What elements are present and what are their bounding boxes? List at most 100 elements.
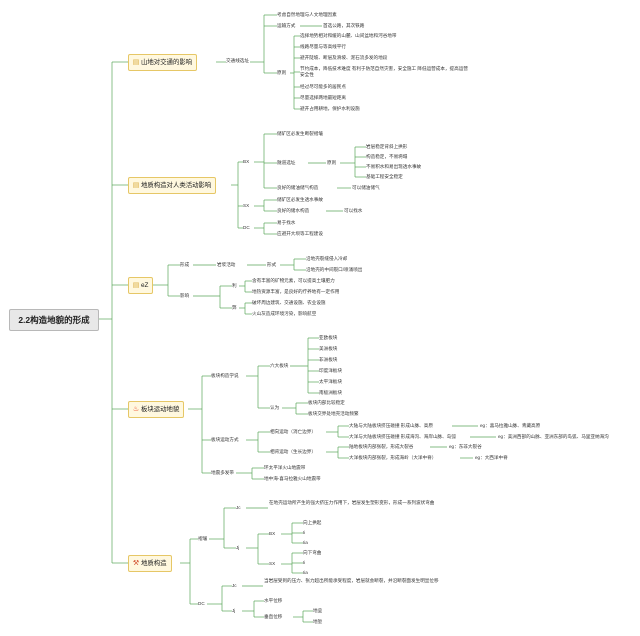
node-anticline[interactable]: BX	[243, 159, 250, 164]
node-divergent-2-eg[interactable]: eg：大西洋中脊	[475, 455, 508, 460]
node-formation[interactable]: 形成	[180, 262, 190, 267]
node-tunnel-1[interactable]: 岩层稳定背斜上拱形	[366, 144, 408, 149]
node-fold-anticline[interactable]: BX	[269, 531, 276, 536]
node-plate-pacific[interactable]: 太平洋板块	[319, 379, 342, 384]
topic-label: 山地对交通的影响	[141, 59, 193, 66]
node-disadvantage-2[interactable]: 火山灰造成环境污染，影响航空	[252, 311, 317, 316]
node-plate-eurasian[interactable]: 亚欧板块	[319, 335, 338, 340]
node-tunnel-principle[interactable]: 原则	[327, 160, 337, 165]
topic-geological-structure[interactable]: ⚒地质构造	[128, 555, 172, 572]
node-disadvantage[interactable]: 弊	[232, 305, 237, 310]
node-fault[interactable]: DC	[243, 225, 250, 230]
node-fault-2[interactable]: 应避开大坝等工程建设	[277, 231, 323, 236]
topic-label: eZ	[141, 282, 149, 289]
node-transport-mode[interactable]: 运输方式	[277, 23, 296, 28]
node-magma-activity[interactable]: 岩浆活动	[217, 262, 236, 267]
node-plate-african[interactable]: 非洲板块	[319, 357, 338, 362]
node-tunnel-4[interactable]: 基础工程安全稳定	[366, 174, 403, 179]
node-dc-jc[interactable]: Jc	[232, 583, 237, 588]
node-oil-gas-value[interactable]: 可以储油储气	[352, 185, 380, 190]
node-principle-2[interactable]: 线路尽量与等高线平行	[300, 44, 346, 49]
node-principle-4[interactable]: 节约成本，降低技术难度 有利于防范自然灾害，安全施工 降低运营成本，提高运营安全…	[300, 66, 468, 77]
node-principle-7[interactable]: 避开占用耕地，保护水利设施	[300, 106, 360, 111]
node-divergent-1[interactable]: 陆地板块内部张裂，形成大裂谷	[349, 444, 414, 449]
root-topic[interactable]: 2.2构造地貌的形成	[9, 309, 99, 331]
topic-label: 地质构造	[141, 560, 167, 567]
topic-plate-landform[interactable]: ♨板块运动地貌	[128, 401, 185, 418]
node-advantage-1[interactable]: 含有丰富的矿物元素，可以提高土壤肥力	[252, 278, 335, 283]
node-convergent-1-eg[interactable]: eg：喜马拉雅山脉、青藏高原	[480, 423, 541, 428]
node-fold-jj[interactable]: Jj	[236, 545, 240, 550]
node-quake-belt[interactable]: 地震多发带	[211, 470, 234, 475]
node-horizontal-shift[interactable]: 水平位移	[264, 598, 283, 603]
node-syncline[interactable]: SX	[243, 203, 250, 208]
node-fold-jc[interactable]: Jc	[236, 505, 241, 510]
node-fold-anticline-1[interactable]: 向上拱起	[303, 520, 322, 525]
topic-geo-structure-impact[interactable]: ▤地质构造对人类活动影响	[128, 177, 217, 194]
node-divergent-2[interactable]: 大洋板块内部张裂，形成海岭（大洋中脊）	[349, 455, 437, 460]
node-fold-syncline-2[interactable]: Ii	[303, 560, 306, 565]
node-principle-6[interactable]: 尽量选择两地最短距离	[300, 95, 346, 100]
node-vertical-shift[interactable]: 垂直位移	[264, 614, 283, 619]
node-consider-factors[interactable]: 考虑自然地理与人文地理因素	[277, 12, 337, 17]
node-tunnel-2[interactable]: 构造稳定，不易坍塌	[366, 154, 408, 159]
node-advantage[interactable]: 利	[232, 283, 237, 288]
node-form[interactable]: 形式	[267, 262, 277, 267]
node-advantage-2[interactable]: 地热资源丰富，是良好的疗养地有一定作用	[252, 289, 340, 294]
topic-mountain-transport[interactable]: ▤山地对交通的影响	[128, 54, 198, 71]
node-plate-antarctic[interactable]: 南极洲板块	[319, 390, 342, 395]
node-fold-anticline-3[interactable]: Iia	[303, 540, 308, 545]
node-horst[interactable]: 地垒	[313, 608, 323, 613]
node-belief-1[interactable]: 板块内部比较稳定	[308, 400, 345, 405]
node-plate-american[interactable]: 美洲板块	[319, 346, 338, 351]
node-quake-belt-1[interactable]: 环太平洋火山地震带	[264, 465, 306, 470]
node-plate-indian[interactable]: 印度洋板块	[319, 368, 342, 373]
node-convergent-2-eg[interactable]: eg：美洲西部的山脉、亚洲东部的岛弧、马里亚纳海沟	[498, 434, 609, 439]
node-six-plates[interactable]: 六大板块	[270, 363, 289, 368]
node-principle-5[interactable]: 经过尽可能多的居民点	[300, 84, 346, 89]
node-belief[interactable]: 认为	[270, 405, 280, 410]
node-belief-2[interactable]: 板块交界处地壳活动频繁	[308, 411, 359, 416]
node-anticline-1[interactable]: 储矿区必发生断裂褶皱	[277, 131, 323, 136]
node-syncline-1[interactable]: 储矿区必发生透水事故	[277, 197, 323, 202]
node-convergent[interactable]: 相向运动（消亡边界）	[270, 429, 316, 434]
node-divergent-1-eg[interactable]: eg：东非大裂谷	[449, 444, 482, 449]
node-principle-3[interactable]: 避开陡坡、断层及滑坡、泥石流多发的地段	[300, 55, 388, 60]
node-fold-anticline-2[interactable]: Ii	[303, 530, 306, 535]
node-fold-syncline-1[interactable]: 向下弯曲	[303, 550, 322, 555]
node-plate-motion[interactable]: 板块运动方式	[211, 437, 239, 442]
node-principle[interactable]: 原则	[277, 70, 287, 75]
node-fold-definition[interactable]: 在地壳运动所产生的强大挤压力作用下，岩层发生塑形变形，形成一系列波状弯曲	[269, 500, 435, 505]
node-water-structure[interactable]: 良好的储水构造	[277, 208, 310, 213]
node-fold-syncline-3[interactable]: Iia	[303, 570, 308, 575]
node-fold-syncline[interactable]: SX	[269, 561, 276, 566]
node-dc-definition[interactable]: 当岩层受到的压力、张力超出所能承受程度，岩层就会断裂，并沿断裂面发生明显位移	[264, 578, 439, 583]
node-route-selection[interactable]: 交通线选址	[226, 58, 249, 63]
node-tunnel-site[interactable]: 隧道选址	[277, 160, 296, 165]
node-fault-1[interactable]: 易于找水	[277, 220, 296, 225]
node-divergent[interactable]: 相背运动（生长边界）	[270, 449, 316, 454]
node-dc[interactable]: DC	[198, 601, 205, 606]
node-form-1[interactable]: 沿地壳裂缝侵入冷却	[306, 256, 348, 261]
memo-icon: ▤	[132, 182, 140, 189]
node-influence[interactable]: 影响	[180, 293, 190, 298]
node-tunnel-3[interactable]: 不易积水和易出现透水事故	[366, 164, 422, 169]
fire-icon: ♨	[132, 406, 140, 413]
node-graben[interactable]: 地堑	[313, 619, 323, 624]
topic-label: 板块运动地貌	[141, 406, 180, 413]
node-convergent-2[interactable]: 大洋与大陆板块挤压碰撞 形成海沟、海岸山脉、岛弧	[349, 434, 456, 439]
hammer-pick-icon: ⚒	[132, 560, 140, 567]
node-dc-jj[interactable]: Jj	[232, 608, 236, 613]
node-water-value[interactable]: 可以找水	[344, 208, 363, 213]
node-form-2[interactable]: 沿地壳的中间裂口/喷涌喷出	[306, 267, 363, 272]
node-plate-theory[interactable]: 板块构造学说	[211, 373, 239, 378]
node-transport-mode-value[interactable]: 首选公路，其次铁路	[323, 23, 365, 28]
node-quake-belt-2[interactable]: 地中海-喜马拉雅火山地震带	[264, 476, 321, 481]
topic-ez[interactable]: ▤eZ	[128, 277, 154, 294]
node-principle-1[interactable]: 选择地势相对和缓的山麓、山间盆地和河谷地带	[300, 33, 397, 38]
node-oil-gas-structure[interactable]: 良好的储油储气构造	[277, 185, 319, 190]
node-convergent-1[interactable]: 大陆与大陆板块挤压碰撞 形成山脉、高原	[349, 423, 433, 428]
node-disadvantage-1[interactable]: 破坏周边建筑、交通设施、农业设施	[252, 300, 326, 305]
node-fold[interactable]: 褶皱	[198, 536, 208, 541]
